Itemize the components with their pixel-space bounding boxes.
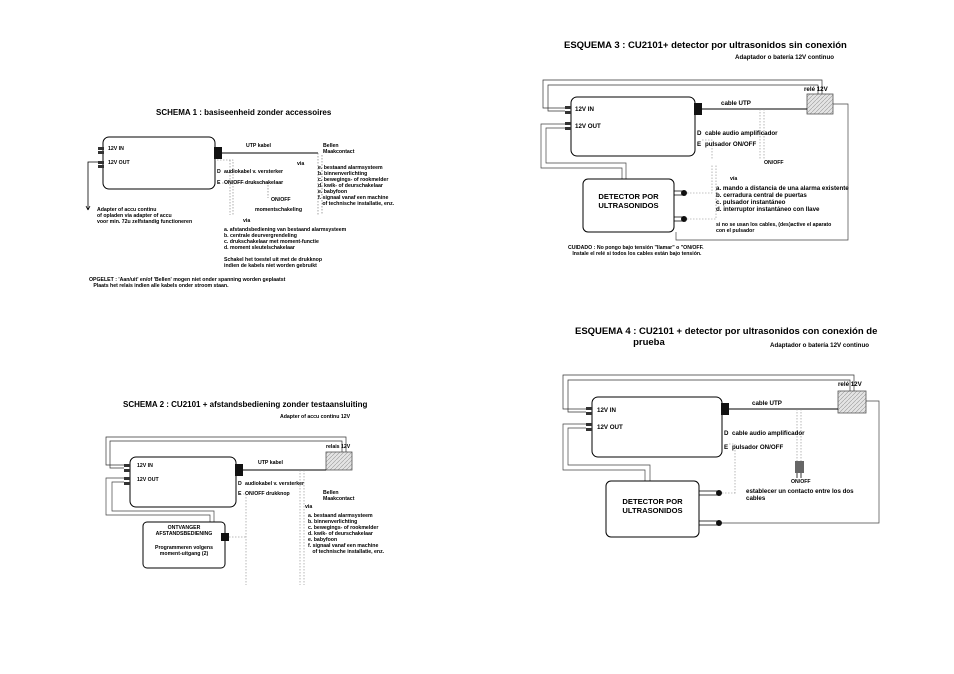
s1-in-label: 12V IN [108, 146, 124, 152]
s2-adapter-wire [105, 436, 347, 469]
s1-audio-label: audiokabel v. versterker [224, 169, 284, 175]
schema-2-diagram [105, 436, 353, 585]
s3-warning: CUIDADO : No pongo bajo tensión "llamar"… [568, 245, 704, 257]
s4-onoff-label: ON/OFF [791, 479, 811, 485]
s4-d-pin: D [724, 430, 729, 437]
s2-relais-label: relais 12V [326, 444, 351, 450]
s2-relay [325, 451, 353, 471]
s1-moment-label: momentschakeling [255, 207, 302, 213]
s1-e-pin: E [217, 180, 221, 186]
s4-contact-label: establecer un contacto entre los dos cab… [746, 488, 854, 503]
s2-d-pin: D [238, 481, 242, 487]
s3-note: si no se usan los cables, (des)active el… [716, 222, 832, 234]
s3-rele-label: relé 12V [804, 86, 828, 93]
s3-in-label: 12V IN [575, 106, 594, 113]
s1-list2: a. afstandsbediening van bestaand alarms… [224, 227, 347, 251]
s4-utp-port [721, 403, 729, 415]
s4-detector-box [605, 480, 700, 538]
s2-adapter-label: Adapter of accu continu 12V [280, 414, 351, 420]
s1-via1: via [297, 161, 305, 167]
s1-onoff-label: ON/OFF drukschakelaar [224, 180, 284, 186]
s3-list: a. mando a distancia de una alarma exist… [716, 185, 849, 214]
schema-4-diagram [562, 374, 880, 538]
s4-detector-wire [562, 423, 651, 482]
s1-title: SCHEMA 1 : basiseenheid zonder accessoir… [156, 108, 332, 117]
s1-utp-port [214, 147, 222, 159]
schema-1-diagram [85, 136, 323, 215]
s4-relay-return-wire [722, 400, 880, 524]
s1-onoff-wire [222, 182, 269, 198]
s4-adapter-wire [562, 374, 855, 413]
s2-list: a. bestaand alarmsysteem b. binnenverlic… [308, 513, 385, 555]
s3-control-unit [570, 96, 696, 157]
s2-receiver-label: ONTVANGER AFSTANDSBEDIENING [155, 525, 213, 537]
s1-list1: e. bestaand alarmsysteem b. binnenverlic… [318, 165, 395, 207]
s4-out-label: 12V OUT [597, 424, 623, 431]
s1-in-terminal [98, 147, 104, 154]
s2-bellen-label: Bellen Maakcontact [323, 490, 355, 502]
s2-via: via [305, 504, 313, 510]
s1-onoff2: ON/OFF [271, 197, 291, 203]
s4-audio-label: cable audio amplificador [732, 430, 805, 437]
s4-utp-label: cable UTP [752, 400, 782, 407]
s2-title: SCHEMA 2 : CU2101 + afstandsbediening zo… [123, 400, 368, 409]
s3-out-label: 12V OUT [575, 123, 601, 130]
s3-utp-label: cable UTP [721, 100, 751, 107]
s3-title: ESQUEMA 3 : CU2101+ detector por ultraso… [564, 40, 847, 51]
s2-onoff-label: ON/OFF drukknop [245, 491, 290, 497]
s1-out-label: 12V OUT [108, 160, 130, 166]
s4-control-unit [591, 396, 723, 458]
s3-d-pin: D [697, 130, 702, 137]
s2-prog-label: Programmeren volgens moment-uitgang (2) [155, 545, 213, 557]
s1-utp-label: UTP kabel [246, 143, 271, 149]
s2-audio-label: audiokabel v. versterker [245, 481, 305, 487]
s1-adapter-wire [85, 161, 98, 211]
s1-note: Schakel het toestel uit met de drukknop … [224, 257, 323, 269]
s4-detector-label: DETECTOR POR ULTRASONIDOS [622, 497, 683, 515]
s4-in-label: 12V IN [597, 407, 616, 414]
s2-e-pin: E [238, 491, 242, 497]
s2-receiver-wire [105, 477, 215, 526]
s3-utp-port [694, 103, 702, 115]
s3-relay [806, 93, 834, 115]
s4-title: ESQUEMA 4 : CU2101 + detector por ultras… [575, 326, 878, 348]
s1-d-pin: D [217, 169, 221, 175]
s3-detector-box [582, 178, 675, 233]
s2-utp-port [235, 464, 243, 476]
s3-detector-wire [540, 123, 627, 180]
s3-pulsador-label: pulsador ON/OFF [705, 141, 757, 148]
s2-receiver-box [142, 521, 226, 569]
s2-in-label: 12V IN [137, 463, 153, 469]
s3-relay-return-wire [675, 103, 849, 241]
s1-warning: OPGELET : 'Aan/uit' en/of 'Bellen' mogen… [89, 277, 286, 289]
s3-via: vía [730, 176, 738, 182]
s2-out-label: 12V OUT [137, 477, 159, 483]
s4-relay [837, 390, 867, 414]
schema-3-diagram [540, 79, 849, 241]
s1-via2: via [243, 218, 251, 224]
s3-adapter-label: Adaptador o batería 12V continuo [735, 54, 835, 61]
s1-adapter-label: Adapter of accu continu of opladen via a… [97, 207, 193, 225]
s4-adapter-label: Adaptador o batería 12V continuo [770, 342, 870, 349]
s1-out-terminal [98, 161, 104, 168]
s3-audio-label: cable audio amplificador [705, 130, 778, 137]
s4-e-pin: E [724, 444, 729, 451]
s4-rele-label: relé 12V [838, 381, 862, 388]
s4-pulsador-label: pulsador ON/OFF [732, 444, 784, 451]
s3-detector-label: DETECTOR POR ULTRASONIDOS [598, 192, 659, 210]
s4-test-connector [795, 461, 804, 473]
s2-utp-label: UTP kabel [258, 460, 283, 466]
s1-bellen-label: Bellen Maakcontact [323, 143, 355, 155]
s3-e-pin: E [697, 141, 702, 148]
s3-onoff-label: ON/OFF [764, 160, 784, 166]
s3-adapter-wire [542, 79, 823, 112]
